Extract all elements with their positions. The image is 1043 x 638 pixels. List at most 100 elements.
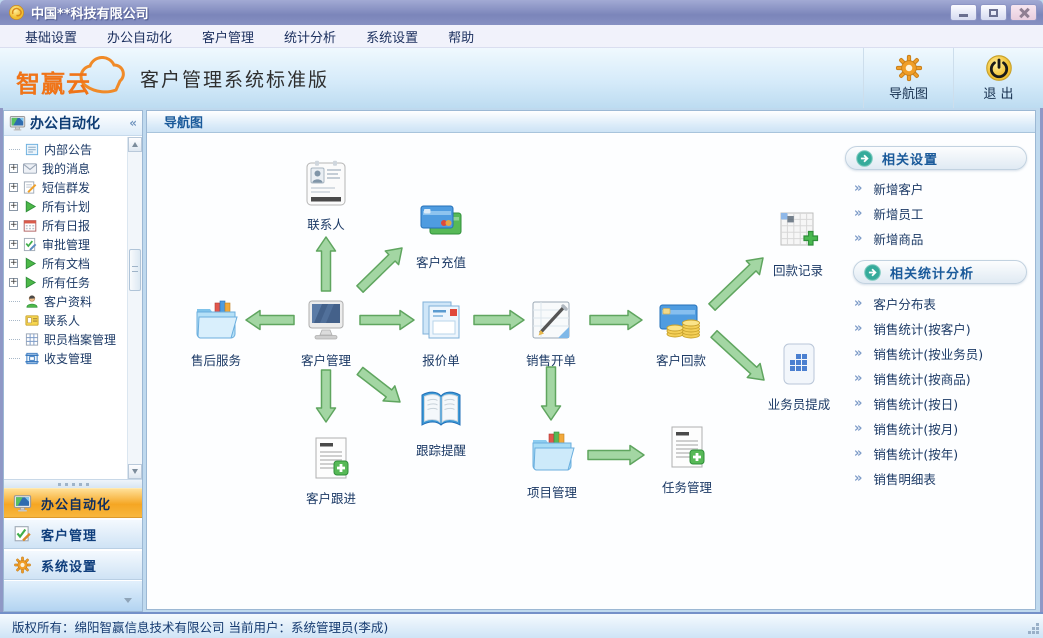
computer-icon xyxy=(302,296,350,344)
tree-scrollbar[interactable] xyxy=(127,137,142,479)
resize-grip-icon[interactable] xyxy=(1027,622,1040,635)
maximize-icon xyxy=(989,8,998,17)
scroll-down-icon[interactable] xyxy=(128,464,142,479)
exit-button[interactable]: 退 出 xyxy=(953,48,1043,108)
sidebar-nav-customer-management[interactable]: 客户管理 xyxy=(4,519,142,549)
double-chevron-icon xyxy=(854,181,862,196)
sidebar-panel-title: 办公自动化 xyxy=(30,116,100,132)
link-sales-stats-by-salesman[interactable]: 销售统计(按业务员) xyxy=(845,341,1027,366)
flow-arrows xyxy=(245,236,765,466)
scroll-up-icon[interactable] xyxy=(128,137,142,152)
tree-item-sms-broadcast[interactable]: 短信群发 xyxy=(4,178,142,197)
go-arrow-icon xyxy=(856,150,873,167)
double-chevron-icon xyxy=(854,231,862,246)
calendar-icon xyxy=(22,218,38,233)
navigation-map-button[interactable]: 导航图 xyxy=(863,48,953,108)
link-sales-stats-by-day[interactable]: 销售统计(按日) xyxy=(845,391,1027,416)
status-text: 版权所有：绵阳智赢信息技术有限公司 当前用户：系统管理员(李成) xyxy=(12,619,389,635)
tree-item-approval-management[interactable]: 审批管理 xyxy=(4,235,142,254)
tree-item-customer-data[interactable]: 客户资料 xyxy=(4,292,142,311)
maximize-button[interactable] xyxy=(980,4,1007,21)
menu-customer-management[interactable]: 客户管理 xyxy=(202,30,255,46)
link-sales-stats-by-customer[interactable]: 销售统计(按客户) xyxy=(845,316,1027,341)
menu-office-automation[interactable]: 办公自动化 xyxy=(107,30,173,46)
window-titlebar: 中国**科技有限公司 xyxy=(0,0,1043,25)
flow-node-after-sales[interactable]: 售后服务 xyxy=(166,296,266,369)
sidebar-footer xyxy=(4,581,142,611)
tree-item-all-plans[interactable]: 所有计划 xyxy=(4,197,142,216)
expand-icon[interactable] xyxy=(9,202,18,211)
related-settings-links: 新增客户 新增员工 新增商品 xyxy=(845,176,1027,251)
sidebar-nav-office-automation[interactable]: 办公自动化 xyxy=(4,488,142,518)
sidebar-splitter[interactable] xyxy=(4,479,142,488)
related-settings-header: 相关设置 xyxy=(845,146,1027,170)
window-border-left xyxy=(0,25,3,638)
link-sales-detail[interactable]: 销售明细表 xyxy=(845,466,1027,491)
window-title: 中国**科技有限公司 xyxy=(31,7,149,22)
play-icon xyxy=(22,199,38,214)
minimize-button[interactable] xyxy=(950,4,977,21)
sidebar-nav-system-settings[interactable]: 系统设置 xyxy=(4,550,142,580)
link-sales-stats-by-product[interactable]: 销售统计(按商品) xyxy=(845,366,1027,391)
menu-help[interactable]: 帮助 xyxy=(448,30,475,46)
related-stats-header: 相关统计分析 xyxy=(853,260,1027,284)
expand-icon[interactable] xyxy=(9,278,18,287)
scrollbar-thumb[interactable] xyxy=(129,249,141,291)
tree-item-income-expense[interactable]: 收支管理 xyxy=(4,349,142,368)
expand-icon[interactable] xyxy=(9,164,18,173)
monitor-icon xyxy=(9,115,26,131)
expand-icon[interactable] xyxy=(9,240,18,249)
expand-icon[interactable] xyxy=(9,183,18,192)
double-chevron-icon xyxy=(854,346,862,361)
expand-icon[interactable] xyxy=(9,259,18,268)
tree-item-announcements[interactable]: 内部公告 xyxy=(4,140,142,159)
open-folder-icon xyxy=(528,428,576,476)
tree-item-all-documents[interactable]: 所有文档 xyxy=(4,254,142,273)
finance-icon xyxy=(24,351,40,366)
flow-node-customer-management[interactable]: 客户管理 xyxy=(276,296,376,369)
sidebar-header: 办公自动化 xyxy=(4,111,142,136)
tab-navigation-map[interactable]: 导航图 xyxy=(164,116,204,131)
link-add-product[interactable]: 新增商品 xyxy=(845,226,1027,251)
close-button[interactable] xyxy=(1010,4,1037,21)
minimize-icon xyxy=(959,14,968,17)
status-bar: 版权所有：绵阳智赢信息技术有限公司 当前用户：系统管理员(李成) xyxy=(0,612,1043,638)
collapse-sidebar-icon[interactable] xyxy=(129,116,137,130)
double-chevron-icon xyxy=(854,206,862,221)
pen-check-icon xyxy=(13,525,32,543)
navigation-map-canvas: 联系人 客户充值 售后服务 客户管理 报价单 销售开单 客户回款 回款记录 xyxy=(147,134,1035,609)
link-sales-stats-by-year[interactable]: 销售统计(按年) xyxy=(845,441,1027,466)
flow-node-customer-recharge[interactable]: 客户充值 xyxy=(391,198,491,271)
flow-node-sales-order[interactable]: 销售开单 xyxy=(501,296,601,369)
window-border-right xyxy=(1040,25,1043,638)
flow-node-customer-payment[interactable]: 客户回款 xyxy=(631,296,731,369)
tree-item-my-messages[interactable]: 我的消息 xyxy=(4,159,142,178)
flow-node-project-management[interactable]: 项目管理 xyxy=(502,428,602,501)
doc-plus-icon xyxy=(307,434,355,482)
chevron-down-icon[interactable] xyxy=(124,598,132,603)
flow-node-payment-records[interactable]: 回款记录 xyxy=(748,206,848,279)
flow-node-task-management[interactable]: 任务管理 xyxy=(637,423,737,496)
folder-books-icon xyxy=(192,296,240,344)
flow-node-quotation[interactable]: 报价单 xyxy=(391,296,491,369)
flow-node-customer-follow-up[interactable]: 客户跟进 xyxy=(281,434,381,507)
flow-node-salesman-commission[interactable]: 业务员提成 xyxy=(749,340,849,413)
menu-basic-settings[interactable]: 基础设置 xyxy=(25,30,78,46)
blocks-icon xyxy=(775,340,823,388)
link-add-employee[interactable]: 新增员工 xyxy=(845,201,1027,226)
tree-item-employee-files[interactable]: 职员档案管理 xyxy=(4,330,142,349)
flow-node-contacts[interactable]: 联系人 xyxy=(276,160,376,233)
tree-item-contacts[interactable]: 联系人 xyxy=(4,311,142,330)
menu-system-settings[interactable]: 系统设置 xyxy=(366,30,419,46)
expand-icon[interactable] xyxy=(9,221,18,230)
flow-node-follow-reminder[interactable]: 跟踪提醒 xyxy=(391,386,491,459)
tree-item-all-tasks[interactable]: 所有任务 xyxy=(4,273,142,292)
close-icon xyxy=(1019,8,1029,18)
doc-plus-icon xyxy=(663,423,711,471)
link-sales-stats-by-month[interactable]: 销售统计(按月) xyxy=(845,416,1027,441)
link-customer-distribution[interactable]: 客户分布表 xyxy=(845,291,1027,316)
tree-item-all-daily-reports[interactable]: 所有日报 xyxy=(4,216,142,235)
link-add-customer[interactable]: 新增客户 xyxy=(845,176,1027,201)
menu-statistics[interactable]: 统计分析 xyxy=(284,30,337,46)
app-title: 客户管理系统标准版 xyxy=(140,68,330,91)
